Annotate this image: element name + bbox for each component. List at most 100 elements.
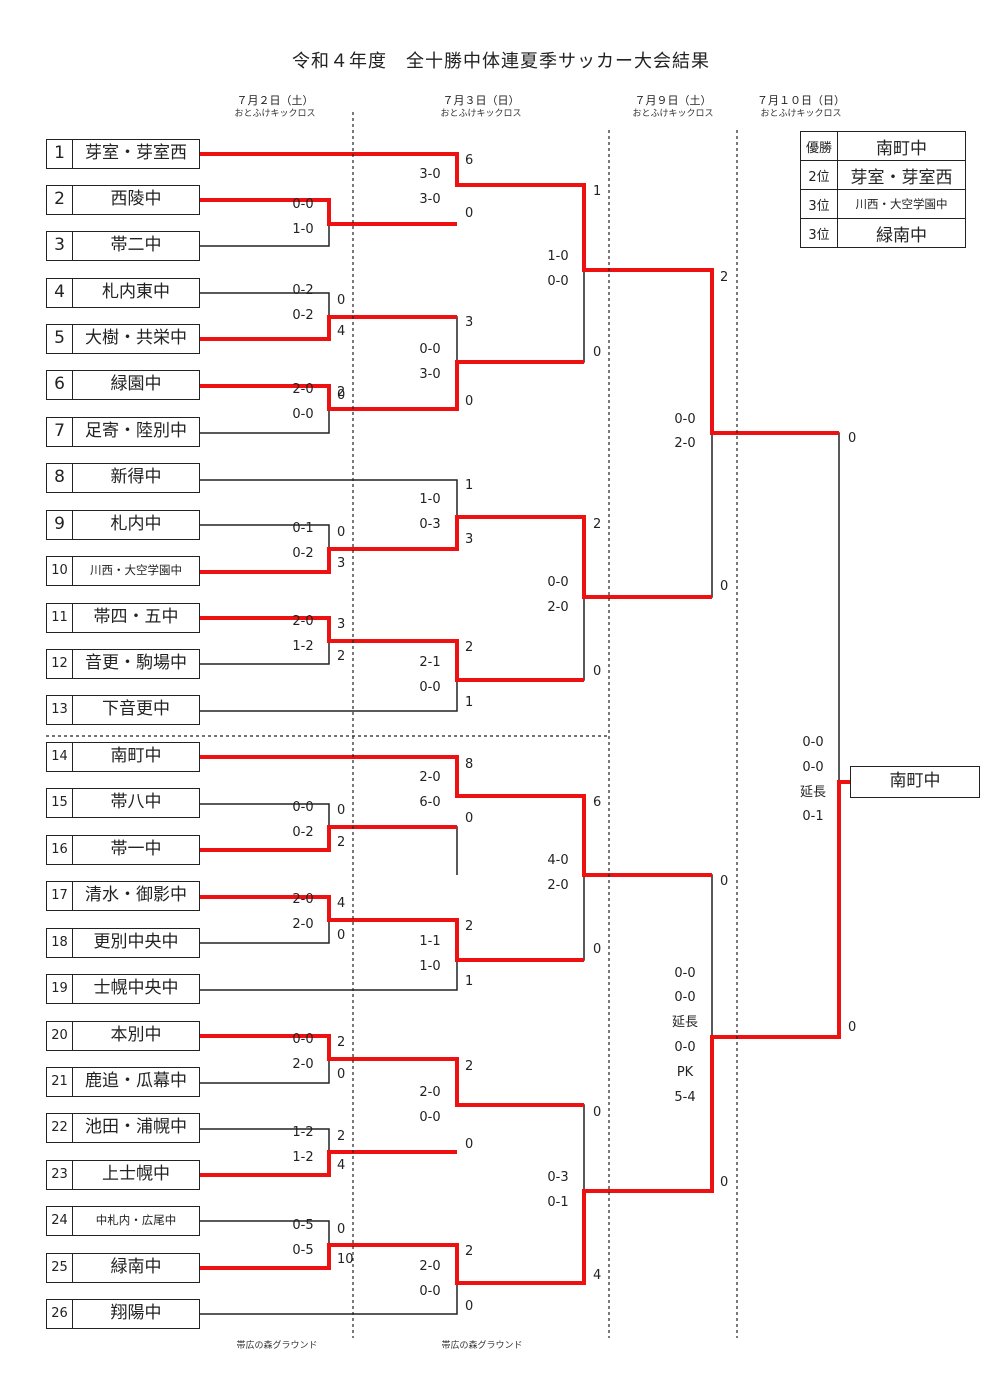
- score-label: 1-0: [419, 959, 441, 974]
- bracket-line: [200, 803, 330, 827]
- team-name: 緑園中: [110, 374, 162, 394]
- team-name: 翔陽中: [110, 1303, 162, 1323]
- standings-team: 川西・大空学園中: [837, 189, 966, 219]
- winner-line: [200, 616, 584, 682]
- score-label: 0-2: [292, 825, 314, 840]
- team-number: 3: [47, 232, 73, 260]
- team-name: 大樹・共栄中: [85, 328, 187, 348]
- score-label: 2: [720, 270, 729, 285]
- score-label: 2-0: [292, 614, 314, 629]
- bracket-line: [329, 826, 458, 875]
- score-label: 3-0: [419, 192, 441, 207]
- team-number: 20: [47, 1022, 73, 1050]
- bracket-line: [200, 680, 458, 712]
- score-label: 0-1: [802, 809, 824, 824]
- score-label: 1-2: [292, 1125, 314, 1140]
- team-name: 新得中: [110, 467, 162, 487]
- score-label: 1-0: [419, 492, 441, 507]
- bracket-line: [584, 433, 713, 598]
- round-date: ７月３日（日）: [442, 94, 520, 107]
- team-name: 足寄・陸別中: [85, 421, 187, 441]
- score-label: 0-0: [292, 1032, 314, 1047]
- team-number: 7: [47, 418, 73, 446]
- score-label: 2-0: [547, 600, 569, 615]
- score-label: 2: [593, 517, 602, 532]
- winner-line: [200, 152, 839, 435]
- score-label: 0-5: [292, 1243, 314, 1258]
- score-label: 0: [337, 293, 346, 308]
- winner-line: [200, 360, 584, 411]
- score-label: 4: [337, 1158, 346, 1173]
- winner-line: [200, 780, 850, 1285]
- team-number: 4: [47, 279, 73, 307]
- round-venue: おとふけキックロス: [440, 109, 522, 119]
- bracket-line: [584, 874, 713, 1037]
- score-label: 2-0: [419, 1259, 441, 1274]
- score-label: 5-4: [674, 1090, 696, 1105]
- score-label: 0: [337, 803, 346, 818]
- standings-row: 3位 川西・大空学園中: [800, 189, 966, 219]
- bracket-line: [200, 524, 330, 549]
- score-label: 0: [593, 345, 602, 360]
- score-label: 2: [465, 919, 474, 934]
- score-label: 0: [337, 928, 346, 943]
- score-label: 0-0: [674, 1040, 696, 1055]
- score-label: 3: [465, 315, 474, 330]
- score-label: 2-0: [419, 770, 441, 785]
- score-label: 3: [337, 556, 346, 571]
- team-number: 26: [47, 1300, 73, 1328]
- team-name: 帯二中: [110, 235, 162, 255]
- team-name: 緑南中: [110, 1257, 162, 1277]
- score-label: 3: [337, 617, 346, 632]
- team-number: 12: [47, 650, 73, 678]
- bracket-line: [200, 292, 330, 317]
- score-label: 0: [720, 579, 729, 594]
- round-date: ７月９日（土）: [634, 94, 712, 107]
- score-label: 0-3: [419, 517, 441, 532]
- score-label: 1-1: [419, 934, 441, 949]
- round-header: ７月１０日（日） おとふけキックロス: [721, 92, 881, 119]
- team-number: 23: [47, 1161, 73, 1189]
- score-label: 0-0: [419, 342, 441, 357]
- bracket-line: [200, 479, 458, 517]
- score-label: 10: [337, 1252, 354, 1267]
- bracket-line: [200, 1059, 330, 1084]
- standings-team: 緑南中: [837, 218, 966, 248]
- bracket-line: [200, 920, 330, 944]
- bracket-line: [584, 1037, 713, 1192]
- score-label: 0-0: [674, 990, 696, 1005]
- score-label: 2: [465, 1059, 474, 1074]
- team-number: 8: [47, 464, 73, 492]
- team-number: 18: [47, 929, 73, 957]
- team-name: 鹿追・瓜幕中: [85, 1071, 187, 1091]
- score-label: 6-0: [419, 795, 441, 810]
- score-label: 0-2: [292, 546, 314, 561]
- round-header: ７月２日（土） おとふけキックロス: [195, 92, 355, 119]
- winner-line: [200, 315, 457, 341]
- score-label: 0-0: [419, 680, 441, 695]
- score-label: 4-0: [547, 853, 569, 868]
- round-header: ７月９日（土） おとふけキックロス: [593, 92, 753, 119]
- team-name: 帯一中: [110, 839, 162, 859]
- team-number: 24: [47, 1207, 73, 1235]
- team-number: 19: [47, 975, 73, 1003]
- score-label: 1-0: [292, 222, 314, 237]
- team-name: 本別中: [110, 1025, 162, 1045]
- team-number: 21: [47, 1068, 73, 1096]
- team-name: 士幌中央中: [93, 978, 179, 998]
- bracket-line: [200, 1220, 330, 1245]
- score-label: 0-2: [292, 283, 314, 298]
- score-label: 2-0: [547, 878, 569, 893]
- team-number: 15: [47, 789, 73, 817]
- score-label: 1: [465, 974, 474, 989]
- winner-line: [200, 895, 584, 962]
